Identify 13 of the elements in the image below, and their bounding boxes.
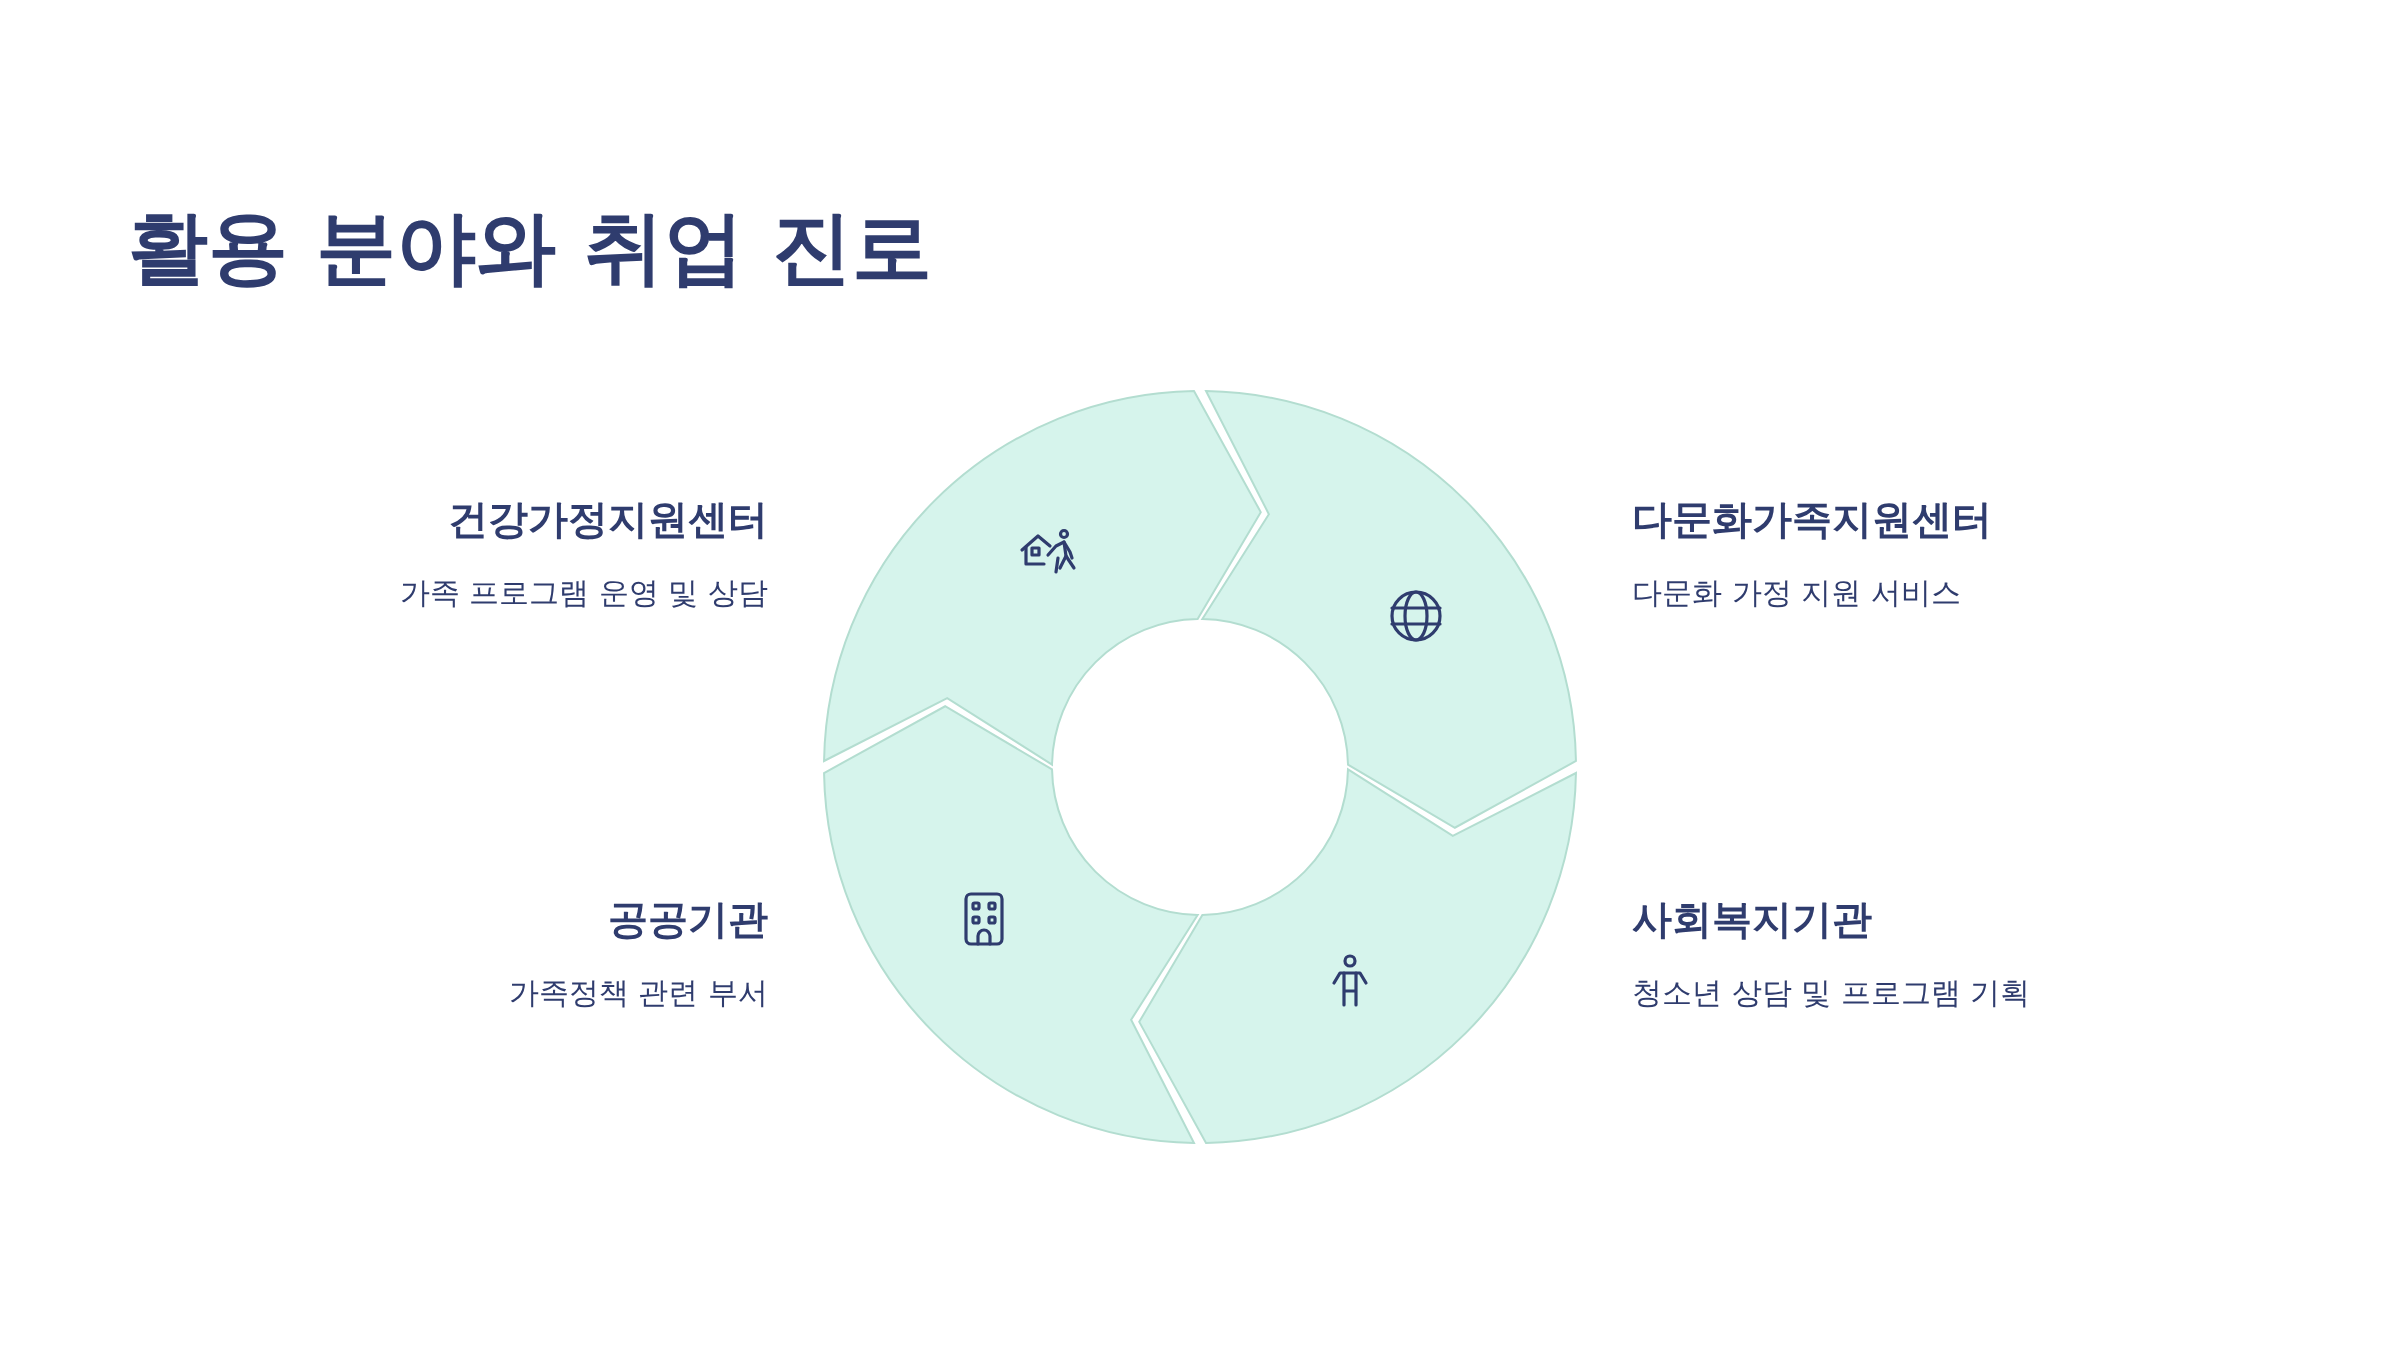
heading: 다문화가족지원센터: [1632, 495, 1992, 543]
cycle-segment: [823, 705, 1199, 1144]
cycle-segment: [823, 390, 1262, 766]
description: 가족정책 관련 부서: [508, 975, 768, 1011]
description: 가족 프로그램 운영 및 상담: [399, 575, 768, 611]
cycle-segment: [1138, 768, 1577, 1144]
heading: 건강가정지원센터: [448, 495, 768, 543]
description: 청소년 상담 및 프로그램 기획: [1632, 975, 2031, 1011]
cycle-segment: [1201, 390, 1577, 829]
heading: 사회복지기관: [1632, 895, 1872, 943]
title: 활용 분야와 취업 진로: [128, 200, 932, 296]
heading: 공공기관: [608, 895, 768, 943]
description: 다문화 가정 지원 서비스: [1632, 575, 1961, 611]
